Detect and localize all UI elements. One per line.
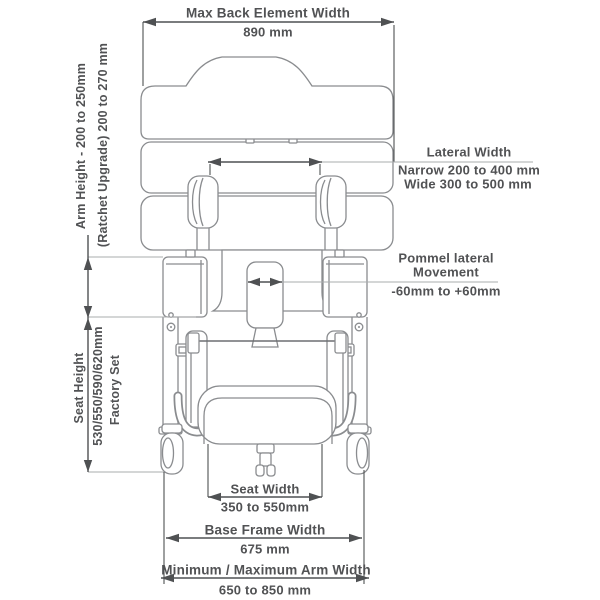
dimension-annotations bbox=[83, 17, 533, 584]
armrest-right bbox=[322, 249, 368, 318]
value-base-frame-width: 675 mm bbox=[240, 541, 290, 557]
back-band-middle bbox=[140, 141, 394, 194]
dim-lateral-width bbox=[208, 157, 533, 175]
seat-bracket-right bbox=[334, 332, 347, 354]
value-pommel-movement: -60mm to +60mm bbox=[391, 283, 501, 299]
chair-drawing bbox=[140, 56, 394, 477]
value-back-width: 890 mm bbox=[243, 24, 293, 40]
label-pommel-line1: Pommel lateral bbox=[398, 250, 494, 266]
value-lateral-narrow: Narrow 200 to 400 mm bbox=[397, 162, 541, 178]
pommel bbox=[246, 261, 284, 348]
dim-pommel-movement bbox=[248, 277, 498, 287]
note-seat-height: Factory Set bbox=[107, 354, 122, 426]
caster-right bbox=[346, 423, 370, 475]
lateral-pad-right bbox=[315, 175, 347, 250]
dim-base-frame-width bbox=[163, 470, 365, 584]
label-seat-width: Seat Width bbox=[230, 481, 300, 497]
label-pommel-line2: Movement bbox=[413, 264, 479, 280]
seat-cushion bbox=[197, 385, 337, 445]
armrest-left bbox=[162, 249, 208, 318]
lateral-pad-left bbox=[187, 175, 219, 250]
seat-bracket-left bbox=[187, 332, 200, 354]
dim-arm-width bbox=[161, 573, 369, 583]
label-base-frame-width: Base Frame Width bbox=[204, 522, 326, 538]
value-seat-height: 530/550/590/620mm bbox=[90, 326, 105, 446]
value-lateral-wide: Wide 300 to 500 mm bbox=[404, 176, 532, 192]
label-lateral-width: Lateral Width bbox=[426, 144, 512, 160]
headrest-band bbox=[140, 56, 394, 140]
dim-back-width bbox=[142, 17, 395, 162]
value-seat-width: 350 to 550mm bbox=[220, 499, 310, 515]
dim-seat-height bbox=[83, 318, 164, 473]
label-arm-height: Arm Height - 200 to 250mm bbox=[73, 62, 88, 230]
caster-left bbox=[160, 423, 184, 475]
label-arm-height-ratchet: (Ratchet Upgrade) 200 to 270 mm bbox=[95, 42, 110, 248]
center-bracket bbox=[255, 443, 276, 477]
label-back-width: Max Back Element Width bbox=[185, 5, 351, 21]
dim-seat-width bbox=[207, 444, 323, 502]
label-arm-width: Minimum / Maximum Arm Width bbox=[161, 562, 371, 578]
dim-arm-height bbox=[83, 235, 196, 318]
label-seat-height: Seat Height bbox=[71, 352, 86, 424]
back-band-lower bbox=[140, 195, 394, 251]
value-arm-width: 650 to 850 mm bbox=[218, 582, 312, 598]
